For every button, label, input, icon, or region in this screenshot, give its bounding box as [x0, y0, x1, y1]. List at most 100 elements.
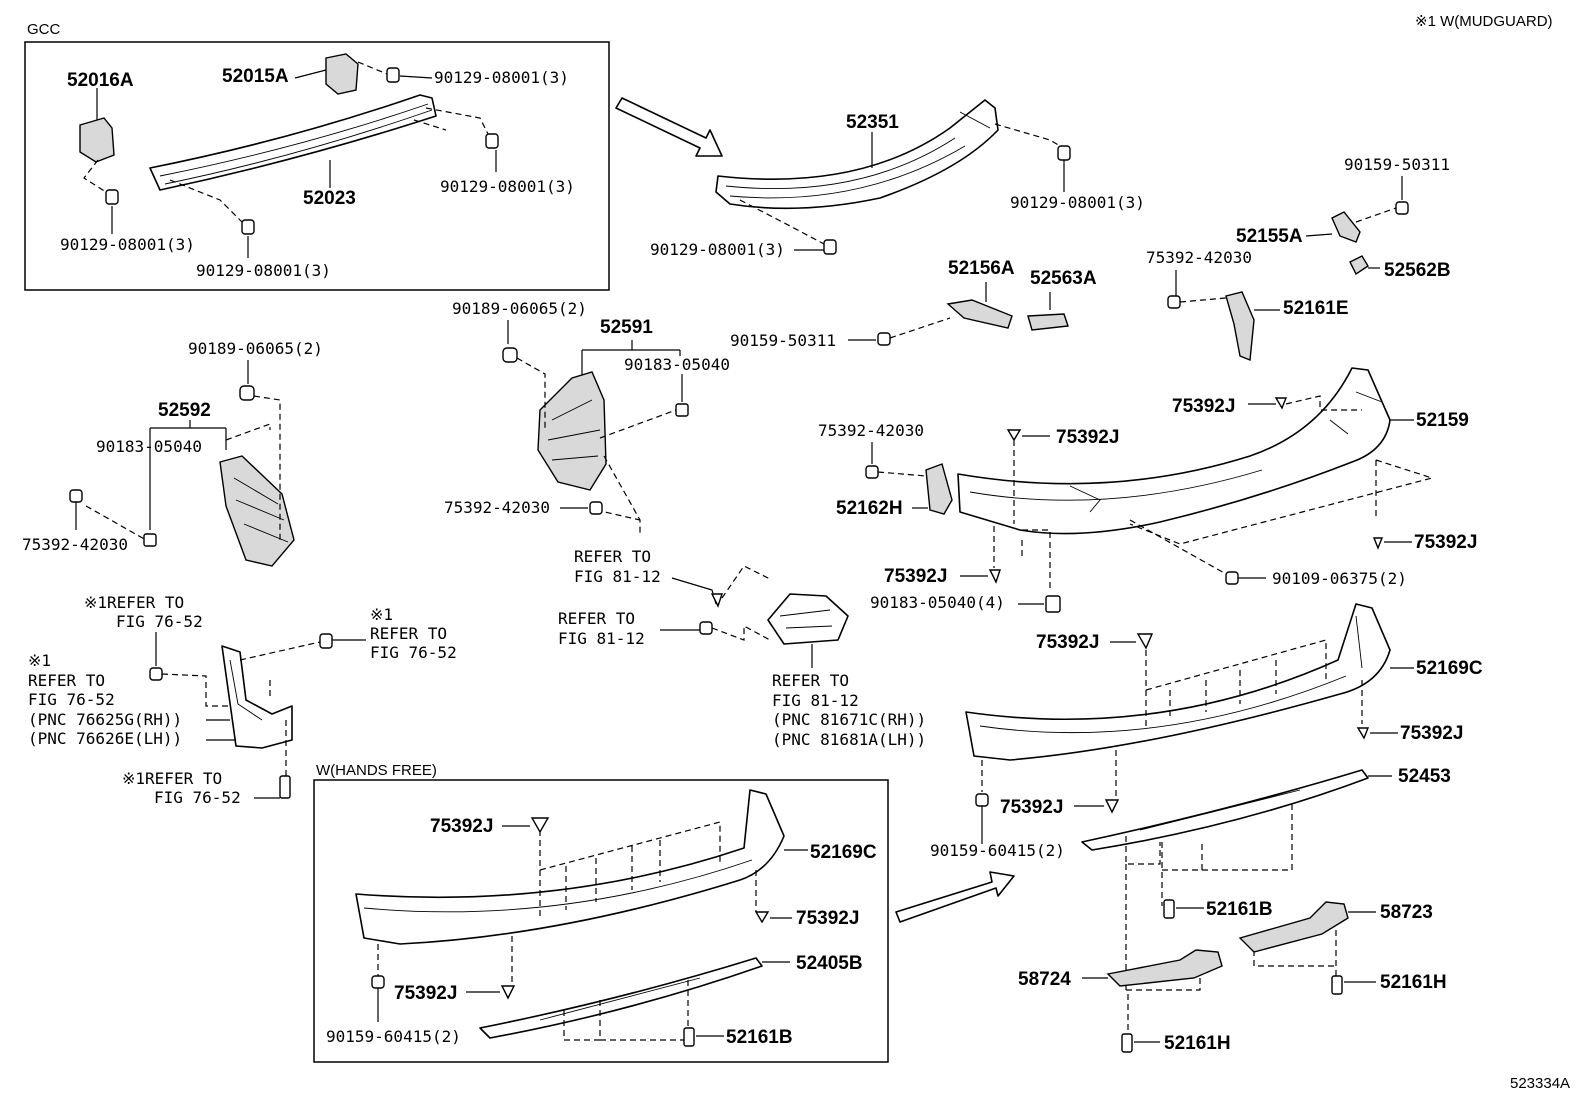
bolt-icon: [386, 67, 400, 83]
label-90189-a: 90189-06065(2): [452, 299, 587, 318]
ref3-line4: (PNC 81681A(LH)): [772, 730, 926, 749]
label-52023: 52023: [303, 188, 356, 209]
bolt-icon: [371, 975, 385, 989]
figure-id: 523334A: [1510, 1075, 1570, 1092]
label-52161B-b: 52161B: [726, 1027, 793, 1048]
hands-free-frame: [313, 779, 889, 1063]
label-52351: 52351: [846, 112, 899, 133]
clip-icon: [1006, 429, 1022, 442]
label-75392J-a: 75392J: [1172, 396, 1235, 417]
label-90159-mid: 90159-50311: [730, 331, 836, 350]
label-75392J-c: 75392J: [1414, 532, 1477, 553]
label-52015A: 52015A: [222, 66, 289, 87]
label-90159-top: 90159-50311: [1344, 155, 1450, 174]
nut-icon: [502, 347, 518, 363]
label-75392J-j: 75392J: [394, 983, 457, 1004]
clip-icon: [1372, 537, 1384, 550]
bolt-icon: [105, 189, 119, 205]
lower-garnish-52453: [1081, 769, 1369, 851]
label-52161H-b: 52161H: [1164, 1033, 1231, 1054]
label-52563A: 52563A: [1030, 268, 1097, 289]
screw-icon: [683, 1027, 695, 1047]
mg4-line1: ※1REFER TO: [122, 769, 222, 788]
lower-cover-52169C: [965, 603, 1391, 761]
label-52161H-a: 52161H: [1380, 972, 1447, 993]
label-52155A: 52155A: [1236, 226, 1303, 247]
mg1-line2: FIG 76-52: [116, 612, 203, 631]
bracket-52015A: [325, 53, 359, 95]
screw-icon: [589, 501, 603, 515]
retainer-52156A: [946, 299, 1013, 329]
label-75392J-i: 75392J: [796, 908, 859, 929]
clip-icon: [319, 633, 333, 649]
reflector: [767, 593, 849, 645]
bumper-cover-group: 52162H 75392-42030 52159 75392J 75392J 7…: [818, 367, 1477, 613]
label-75392-42030-c: 75392-42030: [22, 535, 128, 554]
bracket-52592: [219, 455, 295, 567]
label-90189-b: 90189-06065(2): [188, 339, 323, 358]
clip-icon: [530, 817, 550, 834]
screw-icon: [279, 775, 291, 799]
bolt-icon: [1057, 145, 1071, 161]
label-52161E: 52161E: [1283, 298, 1349, 319]
hands-free-label: W(HANDS FREE): [316, 762, 437, 779]
mg3-line2: REFER TO: [28, 671, 105, 690]
mudguard: [221, 645, 293, 749]
ref3-line1: REFER TO: [772, 671, 849, 690]
nut-icon: [239, 385, 255, 401]
label-52159: 52159: [1416, 410, 1469, 431]
screw-icon: [699, 621, 713, 635]
mg3-line3: FIG 76-52: [28, 690, 115, 709]
label-90129-mid: 90129-08001(3): [440, 177, 575, 196]
label-75392-42030-a: 75392-42030: [1146, 248, 1252, 267]
label-75392J-d: 75392J: [884, 566, 947, 587]
ref1-line2: FIG 81-12: [574, 567, 661, 586]
ref3-line2: FIG 81-12: [772, 691, 859, 710]
screw-icon: [69, 489, 83, 503]
label-52162H: 52162H: [836, 498, 903, 519]
screw-icon: [877, 332, 891, 346]
lower-cover-52169C-hf: [355, 789, 785, 945]
hands-free-group: W(HANDS FREE) 75392J 52169C 75392J 52405…: [313, 762, 889, 1063]
clip-icon: [1136, 633, 1154, 650]
screw-icon: [1395, 201, 1409, 215]
gcc-frame: [24, 41, 610, 291]
label-52156A: 52156A: [948, 258, 1015, 279]
label-75392J-e: 75392J: [1036, 632, 1099, 653]
retainer-group: 90159-50311 52155A 52562B 52156A 52563A …: [730, 155, 1451, 361]
bolt-icon: [823, 239, 837, 255]
mg4-line2: FIG 76-52: [154, 788, 241, 807]
mg2-line3: FIG 76-52: [370, 643, 457, 662]
nut-icon: [143, 533, 157, 547]
mudguard-group: ※1REFER TO FIG 76-52 ※1 REFER TO FIG 76-…: [28, 593, 457, 807]
screw-icon: [1331, 975, 1343, 995]
label-75392J-g: 75392J: [1000, 797, 1063, 818]
absorber-52351-group: 52351 90129-08001(3) 90129-08001(3): [650, 99, 1145, 259]
label-90129-bot: 90129-08001(3): [196, 261, 331, 280]
absorber-52351: [715, 99, 999, 210]
ref3-line3: (PNC 81671C(RH)): [772, 710, 926, 729]
screw-icon: [1163, 899, 1175, 919]
label-75392-42030-b: 75392-42030: [444, 498, 550, 517]
undercover-58724: [1106, 949, 1223, 987]
label-75392-42030-d: 75392-42030: [818, 421, 924, 440]
nut-icon: [675, 403, 689, 417]
label-90183-a: 90183-05040: [624, 355, 730, 374]
screw-icon: [1121, 1033, 1133, 1053]
retainer-52161E: [1225, 291, 1255, 361]
label-90129-top: 90129-08001(3): [434, 68, 569, 87]
clip-icon: [988, 569, 1001, 584]
arrow-icon: [895, 871, 1015, 923]
garnish-52405B: [479, 957, 763, 1039]
bracket-52016A: [79, 117, 115, 163]
clip-icon: [1356, 727, 1370, 740]
label-90159-60415-a: 90159-60415(2): [930, 841, 1065, 860]
label-90129-left: 90129-08001(3): [60, 235, 195, 254]
mg3-line5: (PNC 76626E(LH)): [28, 729, 182, 748]
screw-icon: [1167, 295, 1181, 309]
lower-bumper-group: 75392J 52169C 75392J 52453 75392J 90159-…: [930, 603, 1483, 1054]
clip-icon: [754, 911, 770, 924]
undercover-58723: [1238, 901, 1349, 953]
label-90129-r1: 90129-08001(3): [1010, 193, 1145, 212]
